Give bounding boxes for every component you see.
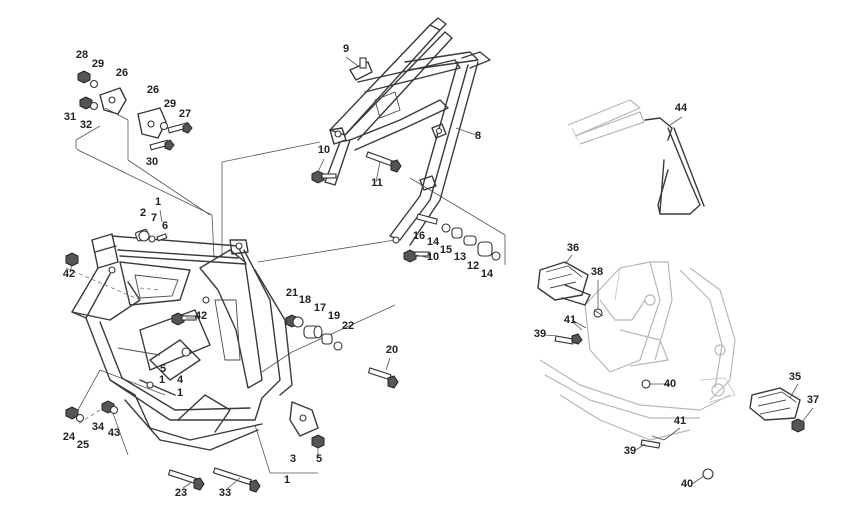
callout-c17: 17 [314, 302, 326, 314]
main-frame [71, 233, 319, 451]
callout-c29b: 29 [164, 98, 176, 110]
callout-c32: 32 [80, 119, 92, 131]
callout-c14b: 14 [481, 268, 494, 280]
callout-c41b: 41 [674, 415, 686, 427]
callout-c14a: 14 [427, 236, 440, 248]
callout-c43: 43 [108, 427, 120, 439]
callout-c3: 3 [290, 453, 296, 465]
callout-c5a: 5 [160, 363, 166, 375]
callout-c10a: 10 [318, 144, 330, 156]
callout-c16: 16 [413, 230, 425, 242]
callout-c18: 18 [299, 294, 311, 306]
callout-c31: 31 [64, 111, 76, 123]
callout-c1a: 1 [155, 196, 161, 208]
callout-c15: 15 [440, 244, 452, 256]
callout-c7: 7 [151, 212, 157, 224]
callout-c26b: 26 [147, 84, 159, 96]
callout-c34: 34 [92, 421, 105, 433]
callout-c40a: 40 [664, 378, 676, 390]
assembly-leaders [65, 267, 161, 425]
callout-c39b: 39 [624, 445, 636, 457]
footpeg-right [749, 387, 805, 433]
footpeg-hardware [554, 319, 714, 480]
footpeg-area-ghost [539, 261, 736, 441]
engine-mount-brackets [77, 70, 193, 151]
callout-c41a: 41 [564, 314, 576, 326]
callout-c13: 13 [454, 251, 466, 263]
callout-c2: 2 [140, 207, 146, 219]
callout-c10b: 10 [427, 251, 439, 263]
chain-guide-hardware [135, 228, 168, 243]
shock-mount-spacers [285, 314, 343, 351]
callout-c37: 37 [807, 394, 819, 406]
callout-c4: 4 [177, 374, 184, 386]
callout-c35: 35 [789, 371, 801, 383]
callout-c30: 30 [146, 156, 158, 168]
group-outlines [75, 107, 506, 474]
callout-c29a: 29 [92, 58, 104, 70]
callout-c25: 25 [77, 439, 89, 451]
callout-c21: 21 [286, 287, 298, 299]
callout-c20: 20 [386, 344, 398, 356]
callout-c9: 9 [343, 43, 349, 55]
callout-c40b: 40 [681, 478, 693, 490]
callout-c27: 27 [179, 108, 191, 120]
callout-c39a: 39 [534, 328, 546, 340]
callout-c22: 22 [342, 320, 354, 332]
callout-c44: 44 [675, 102, 688, 114]
side-stand [567, 99, 705, 215]
callout-c26a: 26 [116, 67, 128, 79]
footpeg-left [537, 261, 604, 318]
subframe [324, 17, 491, 246]
callout-leader-lines [69, 56, 814, 489]
callout-c33: 33 [219, 487, 231, 499]
callout-c38: 38 [591, 266, 603, 278]
callout-c5b: 5 [316, 453, 322, 465]
callout-c8: 8 [475, 130, 481, 142]
frame-fasteners [65, 252, 399, 493]
callout-c6: 6 [162, 220, 168, 232]
callout-c1c: 1 [177, 387, 183, 399]
callout-c42b: 42 [195, 310, 207, 322]
callout-c23: 23 [175, 487, 187, 499]
callout-c42a: 42 [63, 268, 75, 280]
subframe-fasteners [311, 151, 501, 263]
callout-c1b: 1 [159, 374, 165, 386]
callout-c1d: 1 [284, 474, 290, 486]
callout-c36: 36 [567, 242, 579, 254]
callout-c19: 19 [328, 310, 340, 322]
callout-c24: 24 [63, 431, 76, 443]
callout-c12: 12 [467, 260, 479, 272]
callout-c28: 28 [76, 49, 88, 61]
callout-c11: 11 [371, 177, 383, 189]
